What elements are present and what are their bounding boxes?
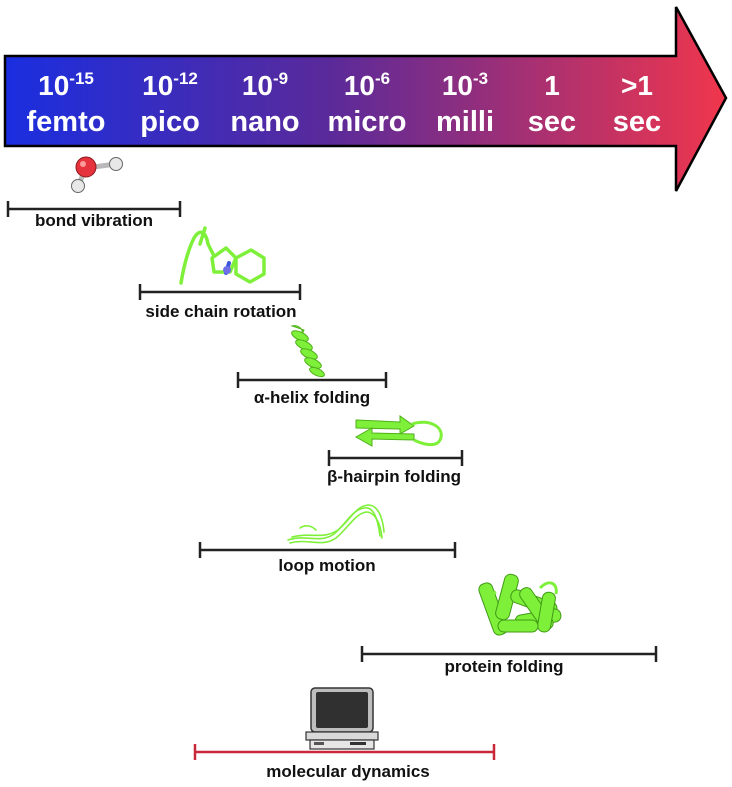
tick-base: 10: [344, 70, 375, 101]
range-molecular-dynamics: [193, 744, 496, 760]
tick-femto: 10-15 femto: [27, 69, 106, 138]
range-beta-hairpin-folding: [327, 450, 464, 466]
timescale-arrow: [3, 6, 728, 192]
tick-base: 10: [442, 70, 473, 101]
tick-base: 1: [544, 70, 560, 101]
side-chain-icon: [179, 226, 266, 285]
label-loop-motion: loop motion: [278, 556, 375, 575]
tick-base: 10: [142, 70, 173, 101]
range-side-chain-rotation: [138, 284, 302, 300]
tick-unit: micro: [328, 106, 407, 138]
svg-text:10-15: 10-15: [38, 69, 94, 101]
tick-unit: sec: [528, 106, 576, 138]
svg-text:10-3: 10-3: [442, 69, 488, 101]
label-alpha-helix-folding: α-helix folding: [254, 388, 370, 407]
tick-unit: milli: [436, 106, 494, 138]
label-bond-vibration: bond vibration: [35, 211, 153, 230]
label-side-chain-rotation: side chain rotation: [145, 302, 296, 321]
alpha-helix-icon: [290, 325, 325, 378]
water-molecule-icon: [71, 156, 123, 193]
svg-text:10-9: 10-9: [242, 69, 288, 101]
beta-hairpin-icon: [354, 415, 443, 447]
tick-milli: 10-3 milli: [436, 69, 494, 138]
range-alpha-helix-folding: [236, 372, 388, 388]
tick-exponent: -9: [273, 69, 288, 88]
tick-unit: femto: [27, 106, 106, 138]
tick-base: >1: [621, 70, 653, 101]
tick-nano: 10-9 nano: [230, 69, 299, 138]
label-protein-folding: protein folding: [445, 657, 564, 676]
tick-pico: 10-12 pico: [140, 69, 200, 138]
computer-icon: [305, 687, 379, 750]
range-protein-folding: [360, 646, 658, 662]
tick-exponent: -6: [375, 69, 390, 88]
range-loop-motion: [198, 542, 457, 558]
range-bond-vibration: [6, 201, 182, 217]
svg-text:10-12: 10-12: [142, 69, 198, 101]
loop-icon: [287, 504, 385, 544]
tick-unit: sec: [613, 106, 661, 138]
label-molecular-dynamics: molecular dynamics: [266, 762, 429, 781]
tick-unit: nano: [230, 106, 299, 138]
tick-base: 10: [242, 70, 273, 101]
label-beta-hairpin-folding: β-hairpin folding: [327, 467, 461, 486]
tick-exponent: -15: [69, 69, 94, 88]
tick-exponent: -3: [473, 69, 488, 88]
svg-text:10-6: 10-6: [344, 69, 390, 101]
tick-exponent: -12: [173, 69, 198, 88]
tick-sec: 1 sec: [528, 70, 576, 138]
tick-greater-than-sec: >1 sec: [613, 70, 661, 138]
tick-base: 10: [38, 70, 69, 101]
protein-fold-icon: [478, 573, 562, 636]
tick-micro: 10-6 micro: [328, 69, 407, 138]
tick-unit: pico: [140, 106, 200, 138]
